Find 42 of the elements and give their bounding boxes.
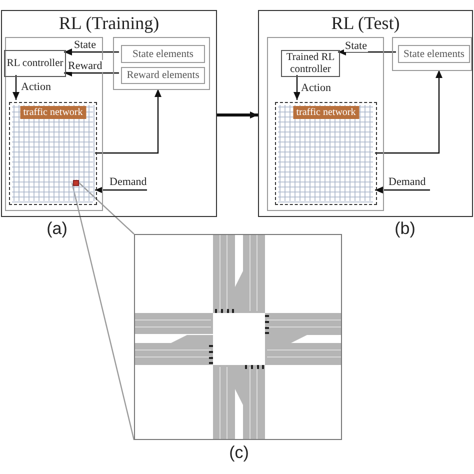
controller-label: Trained RL controller [285, 52, 336, 76]
element-label: State elements [404, 48, 464, 60]
edge-label: Reward [67, 60, 104, 72]
arrow [95, 186, 147, 194]
controller-label: RL controller [6, 58, 64, 70]
zoom-line [71, 182, 135, 440]
edge-label: Demand [108, 176, 148, 188]
arrow [12, 75, 20, 100]
edge-label: Demand [388, 176, 427, 188]
arrow [64, 70, 119, 76]
arrow [375, 186, 430, 194]
arrow [95, 89, 162, 154]
frame-title: RL (Training) [58, 13, 160, 34]
controller-box [4, 50, 66, 77]
panel-caption: (b) [394, 219, 416, 239]
zoom-line [76, 180, 134, 234]
arrow [338, 48, 396, 56]
training-frame [1, 10, 217, 217]
panel-box [392, 37, 472, 71]
panel-caption: (a) [46, 219, 68, 239]
arrow [217, 112, 258, 118]
network-label: traffic network [20, 106, 86, 119]
edge-label: Action [20, 81, 52, 93]
frame-title: RL (Test) [330, 13, 401, 34]
arrow [375, 70, 442, 154]
network-label: traffic network [293, 106, 359, 119]
edge-label: State [344, 40, 368, 52]
element-box [398, 45, 470, 63]
panel-caption: (c) [228, 443, 250, 463]
element-box [121, 67, 205, 84]
panel-box [267, 37, 384, 211]
panel-box [113, 37, 210, 90]
highlight-square [73, 180, 79, 186]
training-frame [258, 10, 473, 217]
arrow [294, 75, 300, 100]
edge-label: State [73, 39, 97, 51]
element-label: Reward elements [126, 70, 200, 81]
edge-label: Action [300, 82, 332, 94]
controller-box [281, 50, 340, 77]
arrow [64, 48, 119, 56]
element-label: State elements [132, 48, 194, 60]
element-box [121, 45, 205, 63]
